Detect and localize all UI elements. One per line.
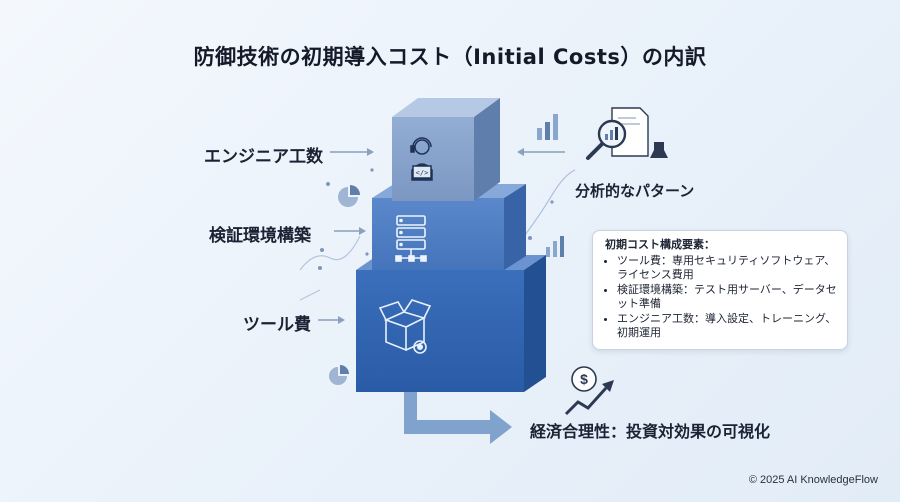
dollar-growth-icon: $ <box>564 366 614 416</box>
tool-cost-label: ツール費 <box>243 315 311 335</box>
pie-chart-icon <box>329 365 349 385</box>
pie-chart-icon <box>338 185 360 207</box>
engineer-headset-icon: </> <box>410 137 433 181</box>
engineer-effort-label: エンジニア工数 <box>204 147 323 167</box>
list-item: ツール費：専用セキュリティソフトウェア、ライセンス費用 <box>617 254 837 283</box>
outcome-arrow <box>404 392 512 444</box>
bar-chart-icon <box>537 114 558 140</box>
engineer-effort-layer <box>392 98 500 201</box>
background-trend-lines <box>299 169 576 301</box>
list-item: 検証環境構築：テスト用サーバー、データセット準備 <box>617 283 837 312</box>
svg-text:$: $ <box>580 371 588 387</box>
tool-cost-layer <box>356 255 546 392</box>
analysis-label: 分析的なパターン <box>575 182 695 200</box>
server-network-icon <box>395 215 427 262</box>
box-gear-icon <box>378 299 432 354</box>
copyright-footer: © 2025 AI KnowledgeFlow <box>748 474 878 486</box>
cost-breakdown-callout: 初期コスト構成要素： ツール費：専用セキュリティソフトウェア、ライセンス費用 検… <box>592 230 848 350</box>
bar-chart-icon <box>546 236 564 257</box>
verification-env-label: 検証環境構築 <box>209 226 311 246</box>
magnifier-document-icon <box>586 107 668 160</box>
breakdown-list: ツール費：専用セキュリティソフトウェア、ライセンス費用 検証環境構築：テスト用サ… <box>605 254 837 341</box>
outcome-label: 経済合理性：投資対効果の可視化 <box>530 422 771 441</box>
callout-title: 初期コスト構成要素： <box>605 238 715 251</box>
page-title: 防御技術の初期導入コスト（Initial Costs）の内訳 <box>193 45 707 69</box>
list-item: エンジニア工数：導入設定、トレーニング、初期運用 <box>617 312 837 341</box>
label-arrows <box>318 148 565 324</box>
svg-text:</>: </> <box>416 169 429 177</box>
